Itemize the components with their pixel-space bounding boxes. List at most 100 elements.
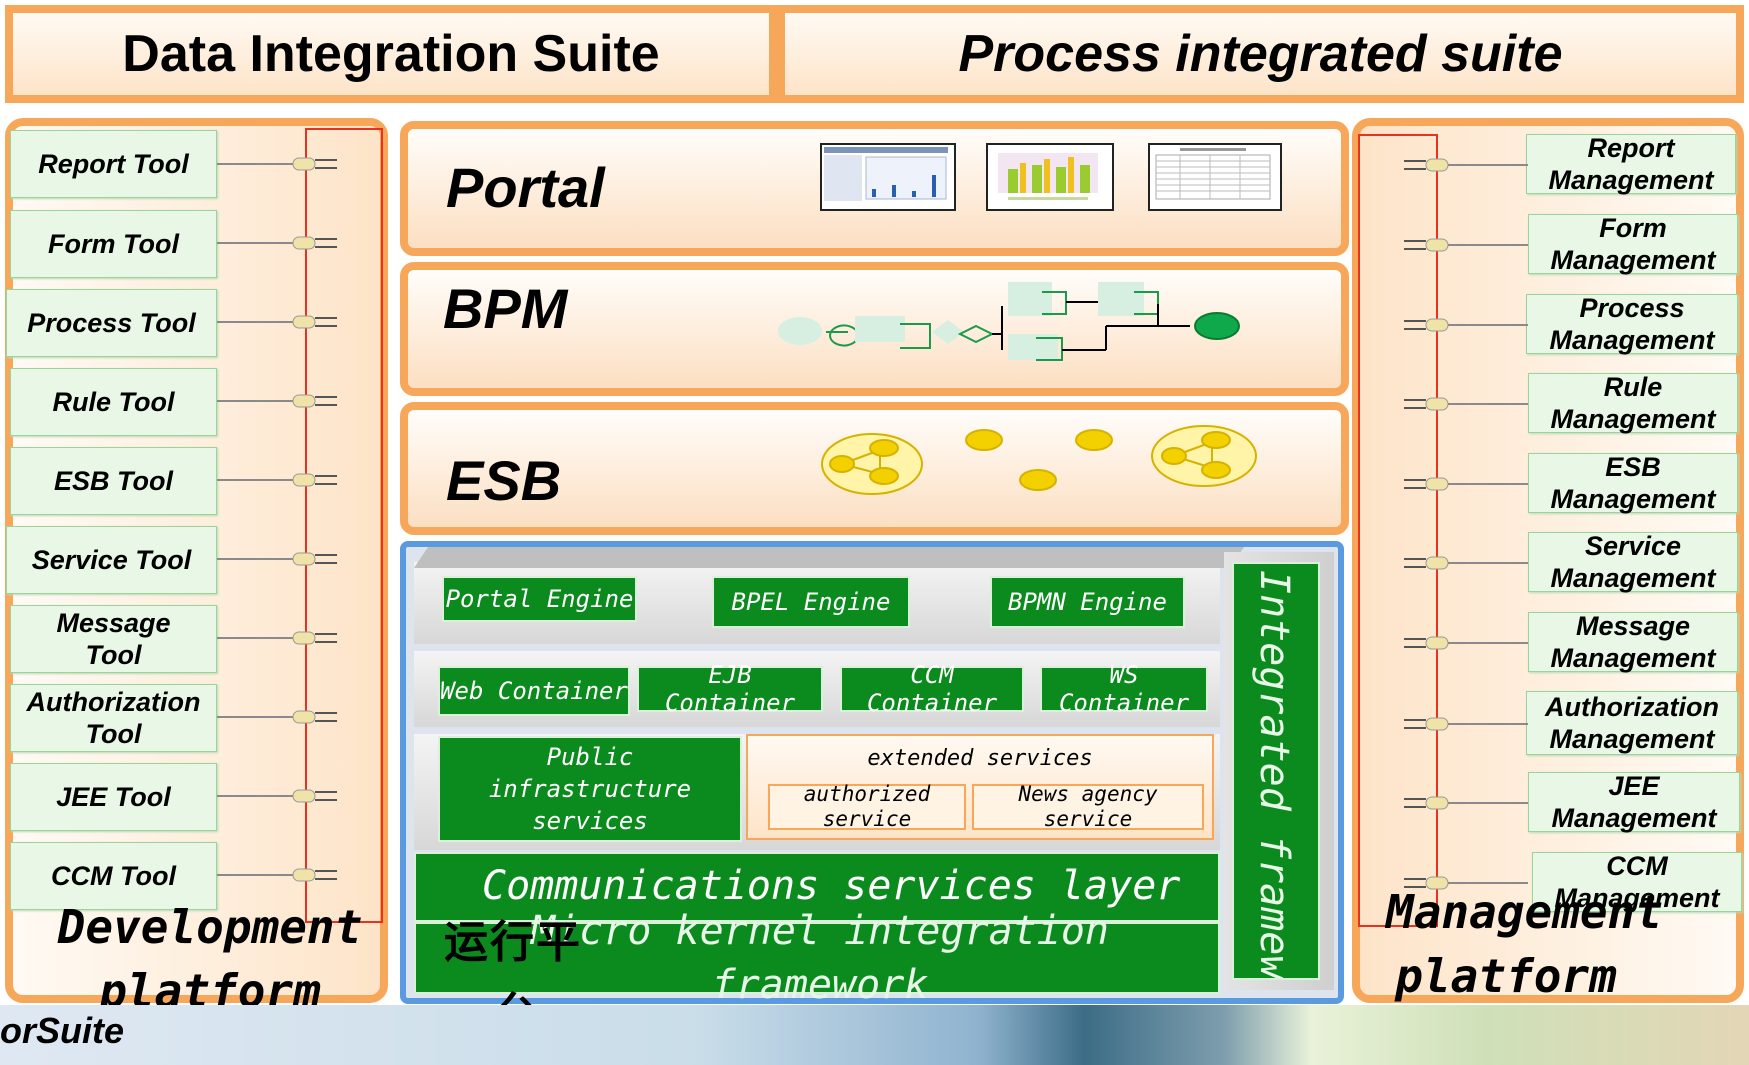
dev-connector-line <box>217 163 297 165</box>
portal-layer: Portal <box>400 121 1349 256</box>
tool-message[interactable]: Message Tool <box>10 605 217 673</box>
portal-thumb-bars <box>986 143 1114 211</box>
mgmt-connector-line <box>1448 403 1528 405</box>
bar-chart-thumbnail-icon <box>998 153 1098 200</box>
mgmt-connector-line <box>1448 882 1528 884</box>
dev-connector-line <box>217 795 297 797</box>
mgmt-service[interactable]: Service Management <box>1528 531 1738 593</box>
plug-icon <box>1398 393 1454 418</box>
dev-connector-line <box>217 637 297 639</box>
footer-brand-text: orSuite <box>0 1010 125 1051</box>
mgmt-connector-line <box>1448 483 1528 485</box>
mgmt-authorization[interactable]: Authorization Management <box>1526 691 1738 755</box>
ejb-container[interactable]: EJB Container <box>637 661 823 717</box>
dev-connector-line <box>217 716 297 718</box>
tool-jee[interactable]: JEE Tool <box>10 763 217 831</box>
table-thumbnail-icon <box>1155 148 1271 200</box>
plug-icon <box>1398 473 1454 498</box>
dev-platform-label: Development platform <box>40 895 380 1023</box>
plug-icon <box>287 548 343 573</box>
bpm-label: BPM <box>443 277 568 340</box>
mgmt-message[interactable]: Message Management <box>1528 611 1738 673</box>
plug-icon <box>287 785 343 810</box>
tool-rule[interactable]: Rule Tool <box>10 368 217 436</box>
dev-connector-line <box>217 479 297 481</box>
communications-layer <box>414 852 1220 922</box>
plug-icon <box>1398 713 1454 738</box>
authorized-service[interactable]: authorized service <box>768 782 966 831</box>
tool-report[interactable]: Report Tool <box>10 130 217 198</box>
plug-icon <box>1398 154 1454 179</box>
esb-layer: ESB <box>400 402 1349 535</box>
plug-icon <box>287 627 343 652</box>
mgmt-esb[interactable]: ESB Management <box>1528 452 1738 514</box>
tool-ccm[interactable]: CCM Tool <box>10 842 217 910</box>
portal-thumb-table <box>1148 143 1282 211</box>
plug-icon <box>287 232 343 257</box>
header-right-title: Process integrated suite <box>958 25 1563 83</box>
web-container[interactable]: Web Container <box>438 666 630 716</box>
ws-container[interactable]: WS Container <box>1040 661 1208 717</box>
micro-kernel-label: Micro kernel integration framework <box>531 908 1109 1008</box>
mgmt-connector-line <box>1448 802 1528 804</box>
ccm-container[interactable]: CCM Container <box>840 661 1024 717</box>
micro-kernel-layer <box>414 922 1220 994</box>
tool-form[interactable]: Form Tool <box>10 210 217 278</box>
plug-icon <box>1398 234 1454 259</box>
bpm-flow-icon <box>778 282 1240 361</box>
data-integration-suite-header: Data Integration Suite <box>5 5 777 103</box>
plug-icon <box>1398 314 1454 339</box>
plug-icon <box>1398 552 1454 577</box>
plug-icon <box>287 390 343 415</box>
mgmt-rule[interactable]: Rule Management <box>1528 372 1738 434</box>
plug-icon <box>287 469 343 494</box>
mgmt-report[interactable]: Report Management <box>1526 133 1736 195</box>
process-integrated-suite-header: Process integrated suite <box>777 5 1744 103</box>
public-infrastructure-services[interactable]: Public infrastructure services <box>438 736 742 842</box>
tool-service[interactable]: Service Tool <box>6 526 217 594</box>
plug-icon <box>1398 792 1454 817</box>
mgmt-ccm[interactable]: CCM Management <box>1532 851 1742 913</box>
mgmt-red-frame <box>1358 134 1438 927</box>
portal-engine[interactable]: Portal Engine <box>442 576 637 622</box>
footer-strip <box>0 1005 1749 1065</box>
mgmt-connector-line <box>1448 164 1528 166</box>
dev-connector-line <box>217 242 297 244</box>
mgmt-connector-line <box>1448 244 1528 246</box>
tool-esb[interactable]: ESB Tool <box>10 447 217 515</box>
dev-platform-label-text: Development platform <box>57 900 363 1018</box>
esb-bus-icon <box>821 425 1257 495</box>
overlap-glyphs: 运行平 <box>444 906 582 970</box>
bpm-layer: BPM <box>400 262 1349 396</box>
plug-icon <box>287 153 343 178</box>
communications-layer-label: Communications services layer <box>482 863 1181 909</box>
portal-label: Portal <box>446 156 605 219</box>
bpmn-engine[interactable]: BPMN Engine <box>990 576 1185 628</box>
portal-thumb-chart <box>820 143 956 211</box>
integrated-framework[interactable]: Integrated framework <box>1232 562 1320 980</box>
dev-connector-line <box>217 874 297 876</box>
header-left-title: Data Integration Suite <box>122 25 660 83</box>
overlap-glyph-text: 运行平 <box>444 917 582 968</box>
extended-services-title: extended services <box>867 746 1093 771</box>
dev-connector-line <box>217 400 297 402</box>
mgmt-process[interactable]: Process Management <box>1526 293 1738 355</box>
plug-icon <box>287 864 343 889</box>
tool-authorization[interactable]: Authorization Tool <box>10 684 217 752</box>
mgmt-jee[interactable]: JEE Management <box>1528 771 1740 833</box>
dev-connector-line <box>217 321 297 323</box>
band-top-bevel <box>414 547 1244 568</box>
esb-label: ESB <box>446 449 562 512</box>
mgmt-connector-line <box>1448 562 1528 564</box>
mgmt-connector-line <box>1448 642 1528 644</box>
dev-red-frame <box>305 128 383 923</box>
bpel-engine[interactable]: BPEL Engine <box>712 576 910 628</box>
mgmt-connector-line <box>1448 723 1528 725</box>
news-agency-service[interactable]: News agency service <box>972 782 1204 831</box>
chart-thumbnail-icon <box>824 147 948 201</box>
plug-icon <box>287 311 343 336</box>
integrated-framework-label: Integrated framework <box>1251 570 1297 980</box>
mgmt-form[interactable]: Form Management <box>1528 213 1738 275</box>
tool-process[interactable]: Process Tool <box>6 289 217 357</box>
plug-icon <box>1398 632 1454 657</box>
